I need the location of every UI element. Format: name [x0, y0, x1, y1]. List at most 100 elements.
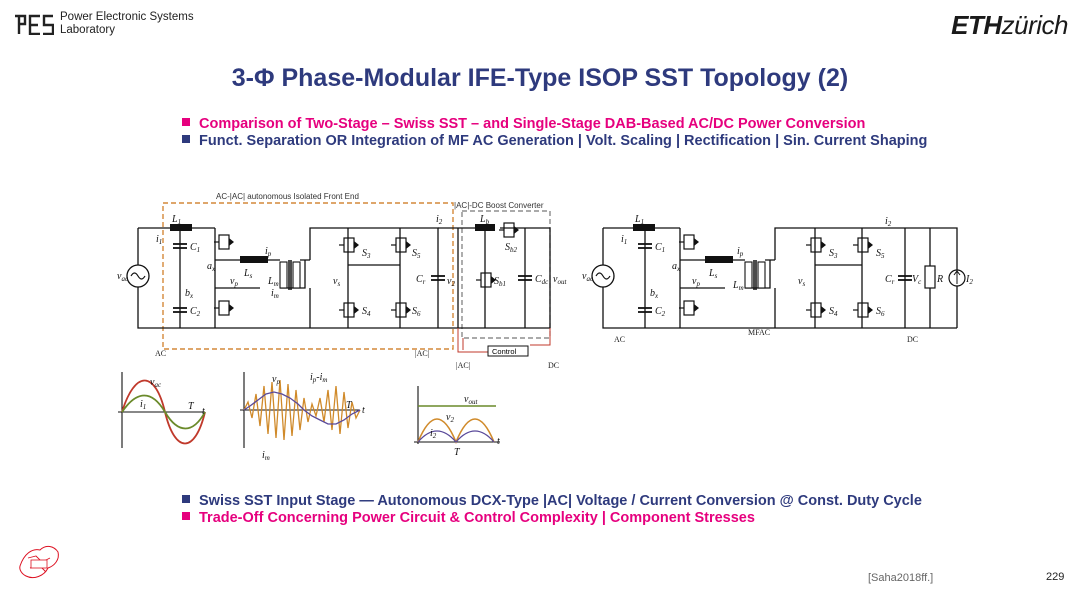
eth-logo: ETHzürich [951, 10, 1068, 41]
lab-name: Power Electronic Systems Laboratory [60, 11, 194, 37]
left-vac-label: vac [117, 271, 129, 283]
right-vc-label: Vc [912, 274, 922, 286]
lab-name-line1: Power Electronic Systems [60, 11, 194, 23]
left-absac-label: |AC| [415, 349, 429, 358]
inductor-lb-icon [475, 224, 495, 231]
circuit-diagram: AC-|AC| autonomous Isolated Front End |A… [117, 192, 973, 460]
right-vs-label: vs [798, 276, 805, 288]
left-ax-label: ax [207, 261, 216, 273]
left-s4-label: S4 [362, 306, 371, 318]
transformer-icon [279, 260, 301, 290]
right-ip-label: ip [737, 246, 744, 258]
wave1-i1-label: i1 [140, 399, 146, 411]
right-l1-label: L1 [634, 214, 644, 226]
right-i2-source-label: I2 [965, 274, 973, 286]
right-ls-label: Ls [708, 268, 718, 280]
bullet-bottom-2: Trade-Off Concerning Power Circuit & Con… [182, 510, 755, 526]
wave2-im-label: im [262, 450, 270, 460]
wave1-vac-label: vac [150, 377, 162, 389]
right-i1-label: i1 [621, 234, 627, 246]
capacitor-icons [173, 243, 532, 313]
eth-logo-rest: zürich [1001, 10, 1069, 40]
eth-logo-bold: ETH [951, 10, 1002, 40]
right-cr-label: Cr [885, 274, 895, 286]
right-vp-label: vp [692, 276, 700, 288]
left-s5-label: S5 [412, 248, 421, 260]
bullet-square-icon [182, 495, 190, 503]
wave3-vout-label: vout [464, 394, 478, 406]
right-r-label: R [936, 274, 943, 285]
left-ls-label: Ls [243, 268, 253, 280]
bullet-bottom-1: Swiss SST Input Stage — Autonomous DCX-T… [182, 493, 922, 509]
boost-box [461, 210, 551, 339]
left-sb1-label: Sb1 [494, 276, 506, 288]
boost-box-label: |AC|-DC Boost Converter [454, 201, 544, 210]
left-bx-label: bx [185, 288, 194, 300]
bullet-bottom-1-text: Swiss SST Input Stage — Autonomous DCX-T… [199, 493, 922, 509]
control-label: Control [492, 347, 517, 356]
wave1-t-label: t [202, 406, 205, 417]
wave2-T-label: T [346, 400, 353, 411]
left-lm-label: Lm [267, 276, 279, 288]
left-i2-label: i2 [436, 214, 443, 226]
right-c2-label: C2 [655, 306, 666, 318]
left-c2-label: C2 [190, 306, 201, 318]
right-vac-label: vac [582, 271, 594, 283]
front-end-box [162, 202, 454, 350]
inductor-l1-icon [170, 224, 192, 231]
front-end-box-label: AC-|AC| autonomous Isolated Front End [216, 192, 359, 201]
wave3-v2-label: v2 [446, 412, 454, 424]
right-c1-label: C1 [655, 242, 665, 254]
bullet-square-icon [182, 135, 190, 143]
bullet-bottom-2-text: Trade-Off Concerning Power Circuit & Con… [199, 510, 755, 526]
waveform-ac [118, 372, 206, 448]
left-vp-label: vp [230, 276, 238, 288]
waveform-dc [414, 386, 500, 445]
left-vs-label: vs [333, 276, 340, 288]
epe-logo-icon [19, 545, 59, 579]
left-ac-label: AC [155, 349, 166, 358]
reference: [Saha2018ff.] [868, 572, 934, 584]
pes-logo-icon [15, 14, 54, 35]
bullet-top-2-text: Funct. Separation OR Integration of MF A… [199, 133, 928, 149]
left-s3-label: S3 [362, 248, 371, 260]
right-i2-label: i2 [885, 216, 892, 228]
left-l1-label: L1 [171, 214, 181, 226]
right-ax-label: ax [672, 261, 681, 273]
wave2-ipim-label: ip-im [310, 372, 327, 384]
right-s3-label: S3 [829, 248, 838, 260]
left-cr-label: Cr [416, 274, 426, 286]
inductor-ls-icon [240, 256, 268, 263]
left-s6-label: S6 [412, 306, 421, 318]
slide-title: 3-Φ Phase-Modular IFE-Type ISOP SST Topo… [231, 64, 849, 92]
right-mfac-label: MFAC [748, 328, 770, 337]
left-c1-label: C1 [190, 242, 200, 254]
left-lb-label: Lb [479, 214, 490, 226]
right-bx-label: bx [650, 288, 659, 300]
left-cdc-label: Cdc [535, 274, 549, 286]
left-ip-label: ip [265, 246, 272, 258]
bullet-square-icon [182, 118, 190, 126]
left-v2-label: v2 [447, 276, 455, 288]
control-block [487, 345, 529, 357]
right-circuit [602, 227, 958, 329]
right-s5-label: S5 [876, 248, 885, 260]
left-absac2-label: |AC| [456, 361, 470, 370]
wave2-vp-label: vp [272, 374, 280, 386]
bullet-square-icon [182, 512, 190, 520]
left-sb2-label: Sb2 [505, 242, 518, 254]
wave3-i2-label: i2 [430, 428, 437, 440]
wave2-t-label: t [362, 405, 365, 416]
left-i1-label: i1 [156, 234, 162, 246]
left-dc-label: DC [548, 361, 559, 370]
waveform-mf [240, 372, 361, 448]
lab-name-line2: Laboratory [60, 24, 115, 36]
left-vout-label: vout [553, 274, 567, 286]
page-number: 229 [1046, 571, 1065, 583]
resistor-icon [924, 265, 936, 289]
right-ac-label: AC [614, 335, 625, 344]
wave3-t-label: t [497, 436, 500, 447]
wave1-T-label: T [188, 401, 195, 412]
mosfet-icons [213, 222, 520, 318]
bullet-top-1: Comparison of Two-Stage – Swiss SST – an… [182, 116, 865, 132]
